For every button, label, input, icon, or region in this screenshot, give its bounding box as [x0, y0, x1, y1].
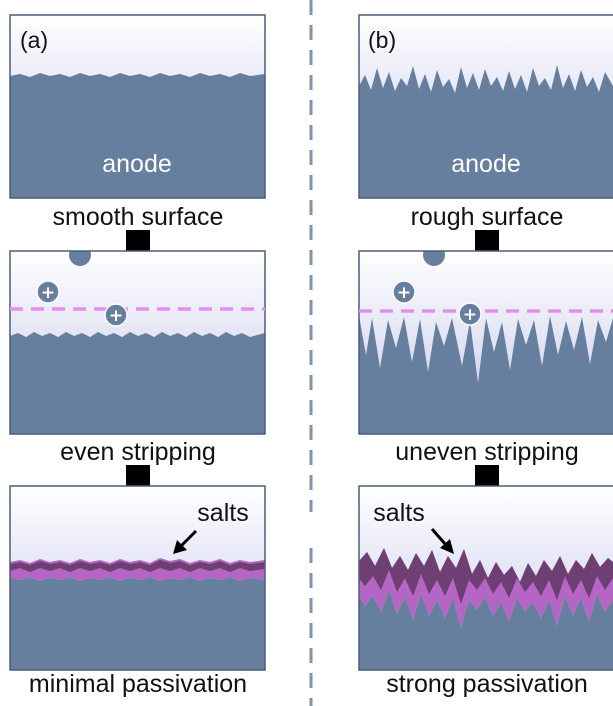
panel-b1-frame [358, 14, 613, 199]
salts-label-b: salts [373, 499, 424, 527]
ion-a2: + [104, 303, 128, 327]
cation-a-top [69, 251, 91, 266]
salts-pointer-arrow-b [430, 528, 454, 554]
caption-minimal-passivation: minimal passivation [29, 670, 247, 698]
panel-b3-frame [358, 485, 613, 671]
panel-a3-frame [9, 485, 266, 671]
ion-a1: + [36, 280, 60, 304]
anode-a1 [10, 73, 265, 198]
panel-a-even-stripping [10, 251, 265, 434]
anode-b3 [359, 590, 613, 670]
anode-a3 [10, 577, 265, 670]
caption-uneven-stripping: uneven stripping [395, 438, 578, 466]
svg-text:+: + [41, 283, 55, 303]
panel-b-rough-surface [359, 15, 613, 198]
cation-b-top [423, 251, 445, 266]
anode-b2 [359, 316, 613, 434]
panel-b-label: (b) [368, 27, 396, 53]
svg-text:+: + [463, 305, 477, 325]
ion-b1: + [392, 280, 416, 304]
anode-label-b: anode [451, 150, 521, 178]
salt-layer-a-inner [10, 560, 265, 572]
svg-text:+: + [397, 283, 411, 303]
panel-b-strong-passivation [359, 486, 613, 670]
caption-smooth-surface: smooth surface [53, 203, 224, 231]
panel-a-label: (a) [20, 27, 48, 53]
panel-b-uneven-stripping [359, 251, 613, 434]
salt-layer-b-inner [359, 548, 613, 604]
panel-b2-frame [358, 250, 613, 435]
caption-even-stripping: even stripping [60, 438, 216, 466]
svg-text:+: + [109, 306, 123, 326]
panel-a1-frame [9, 14, 266, 199]
salts-label-a: salts [197, 499, 248, 527]
caption-strong-passivation: strong passivation [386, 670, 588, 698]
ion-b2: + [458, 302, 482, 326]
panel-a-smooth-surface [10, 15, 265, 198]
anode-a2 [10, 332, 265, 434]
salts-pointer-arrow-a [173, 529, 198, 554]
panel-a2-frame [9, 250, 266, 435]
anode-b1 [359, 65, 613, 198]
caption-rough-surface: rough surface [411, 203, 564, 231]
panel-a-minimal-passivation [10, 486, 265, 670]
anode-label-a: anode [102, 150, 172, 178]
